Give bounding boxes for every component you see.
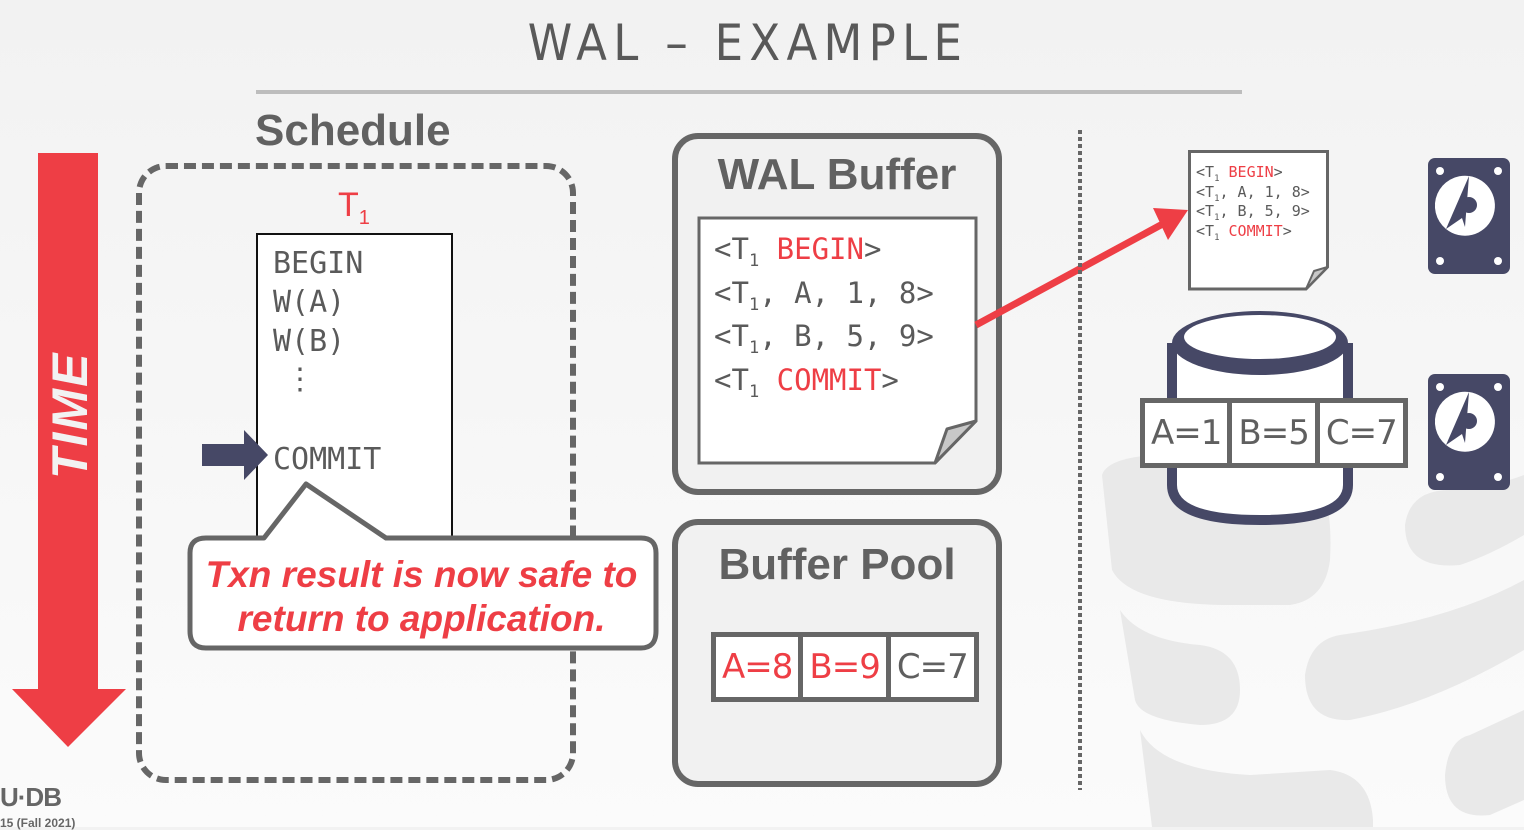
log-record: <T1 COMMIT> [1196,222,1292,243]
buffer-cell-b: B=9 [803,637,886,697]
buffer-pool-title: Buffer Pool [718,540,956,589]
disk-cell-b: B=5 [1232,403,1315,463]
txn-subscript: 1 [358,206,370,229]
footer-logo: U·DB [0,782,62,812]
schedule-box [136,163,576,783]
wal-buffer-title: WAL Buffer [717,150,957,199]
log-file-page-icon [1188,150,1329,291]
current-op-arrow-icon [202,430,268,480]
log-record: <T1, B, 5, 9> [1196,202,1310,223]
wal-record: <T1, A, 1, 8> [714,276,934,315]
database-page: A=1 B=5 C=7 [1140,398,1408,468]
disk-cell-a: A=1 [1145,403,1228,463]
callout-bubble [187,481,659,651]
transaction-label: T1 [338,186,370,230]
wal-page-icon [697,216,978,465]
op-ellipsis: ⋮ [285,362,315,397]
memory-disk-divider [1078,130,1082,790]
disk-cell-c: C=7 [1319,403,1403,463]
slide-title: WAL – EXAMPLE [527,14,969,72]
op-commit: COMMIT [273,442,382,477]
transaction-ops-box [256,233,453,553]
time-arrow-icon [12,153,126,747]
wal-record: <T1, B, 5, 9> [714,319,934,358]
schedule-title: Schedule [255,106,451,155]
buffer-cell-c: C=7 [890,637,974,697]
op-write-b: W(B) [273,324,346,359]
title-divider [256,90,1242,94]
callout-line-2: return to application. [237,598,606,639]
buffer-pool-page: A=8 B=9 C=7 [711,632,979,702]
txn-name: T [338,186,359,224]
time-label: TIME [42,351,98,479]
op-begin: BEGIN [273,246,364,281]
wal-record: <T1 BEGIN> [714,232,882,271]
flush-arrow-icon [974,208,1188,329]
buffer-cell-a: A=8 [716,637,799,697]
hard-drive-icon [1428,374,1510,490]
footer-course: 15 (Fall 2021) [0,816,76,830]
hard-drive-icon [1428,158,1510,274]
callout-line-1: Txn result is now safe to [205,554,638,595]
log-record: <T1, A, 1, 8> [1196,183,1310,204]
wal-record: <T1 COMMIT> [714,363,899,402]
callout-text: Txn result is now safe to return to appl… [190,553,653,641]
log-record: <T1 BEGIN> [1196,163,1283,184]
op-write-a: W(A) [273,285,346,320]
